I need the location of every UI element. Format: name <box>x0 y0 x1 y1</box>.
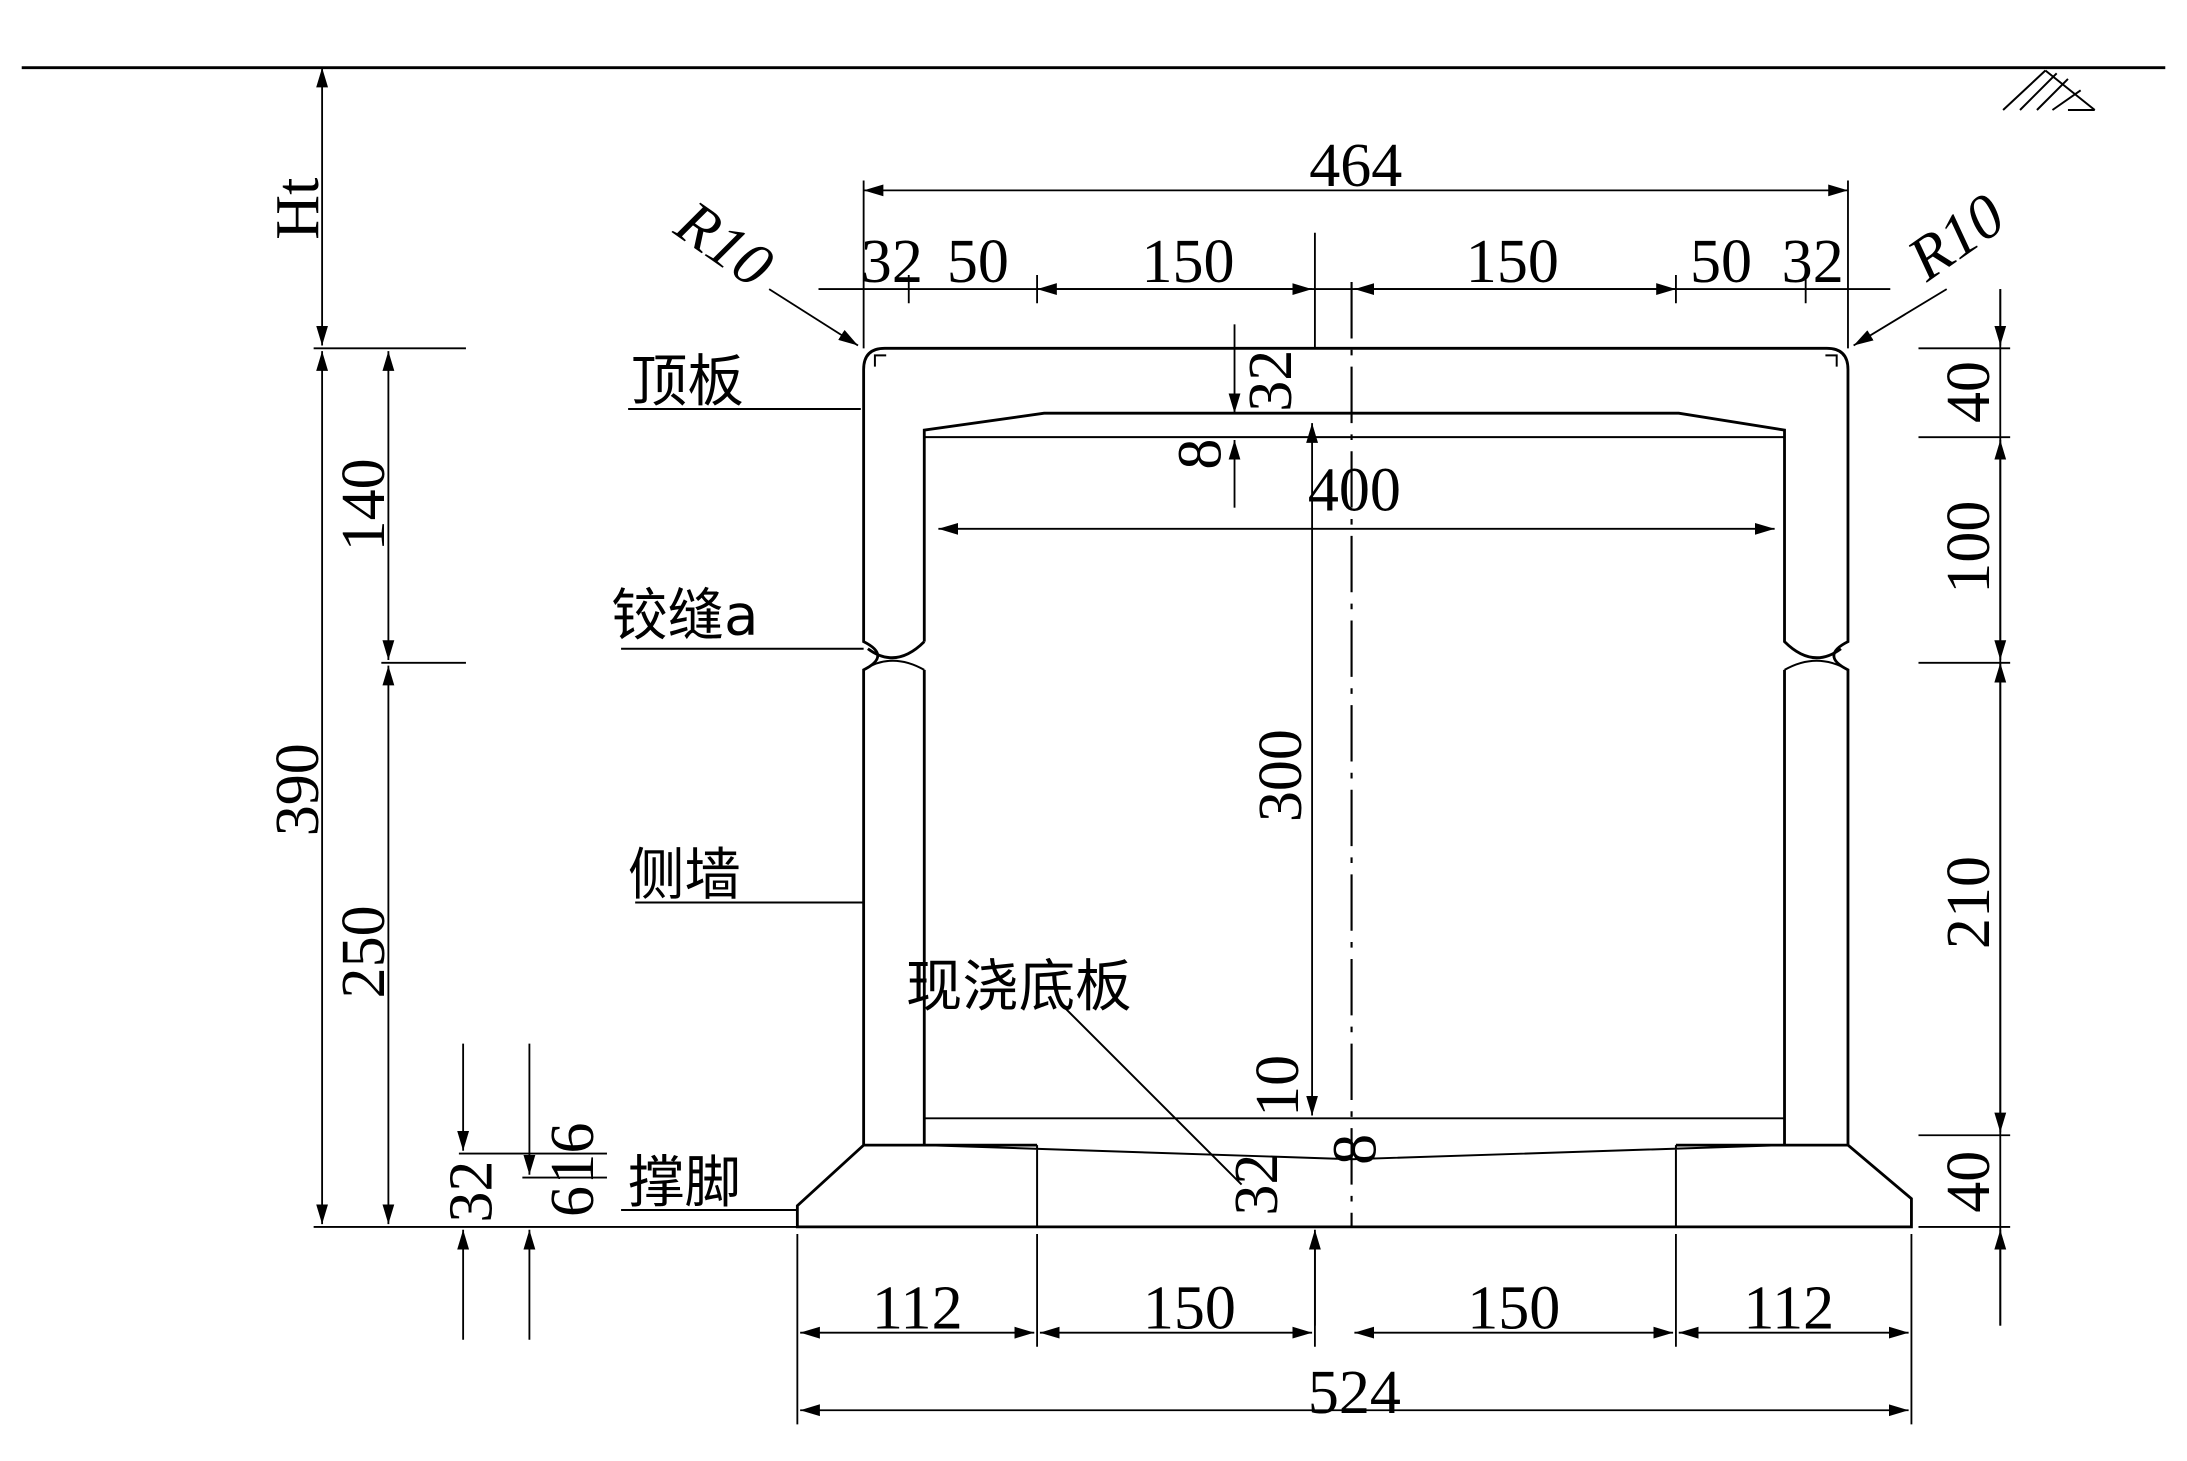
part-labels: 顶板 铰缝a 侧墙 现浇底板 撑脚 <box>611 350 1131 1216</box>
dim-top-seg: 150 <box>1141 228 1234 296</box>
dim-300: 300 <box>1247 729 1315 822</box>
dim-bottom-seg: 150 <box>1143 1274 1236 1342</box>
label-side-wall: 侧墙 <box>628 843 741 908</box>
dimension-labels: 464 32 50 150 150 50 32 400 112 150 150 … <box>264 132 2017 1427</box>
dim-top-seg: 32 <box>1782 228 1844 296</box>
dim-right: 210 <box>1935 856 2003 949</box>
dim-524: 524 <box>1308 1359 1401 1427</box>
label-top-slab: 顶板 <box>631 350 744 415</box>
dim-right: 40 <box>1935 361 2003 423</box>
dim-right: 100 <box>1935 501 2003 594</box>
dim-bottom-seg: 112 <box>1743 1274 1834 1342</box>
dim-8-floor: 8 <box>1322 1134 1390 1165</box>
dim-bottom-seg: 150 <box>1467 1274 1560 1342</box>
dimension-lines <box>313 67 2011 1425</box>
dim-32-floor: 32 <box>1223 1154 1291 1216</box>
label-hinge: 铰缝a <box>611 584 758 649</box>
dim-16: 16 <box>539 1123 607 1185</box>
radius-left: R10 <box>663 187 785 301</box>
culvert-outline <box>795 346 1913 1229</box>
label-foot: 撑脚 <box>628 1151 741 1216</box>
dim-10: 10 <box>1244 1055 1312 1117</box>
dim-464: 464 <box>1309 132 1402 200</box>
dim-top-seg: 50 <box>1690 228 1752 296</box>
label-cast-floor: 现浇底板 <box>906 954 1132 1019</box>
ground-line <box>21 66 2166 111</box>
dim-top-seg: 150 <box>1466 228 1559 296</box>
dim-140: 140 <box>330 458 398 551</box>
dim-6: 6 <box>539 1186 607 1217</box>
dim-8-top: 8 <box>1166 439 1234 470</box>
dim-400: 400 <box>1308 457 1401 525</box>
dim-250: 250 <box>330 905 398 998</box>
dim-ht: Ht <box>264 178 332 240</box>
dim-32-top: 32 <box>1237 350 1305 412</box>
dim-32-foot: 32 <box>437 1161 505 1223</box>
dim-390: 390 <box>264 743 332 836</box>
dim-top-seg: 32 <box>861 228 923 296</box>
radius-right: R10 <box>1895 181 2017 295</box>
dim-right: 40 <box>1935 1151 2003 1213</box>
dim-bottom-seg: 112 <box>872 1274 963 1342</box>
dim-top-seg: 50 <box>947 228 1009 296</box>
